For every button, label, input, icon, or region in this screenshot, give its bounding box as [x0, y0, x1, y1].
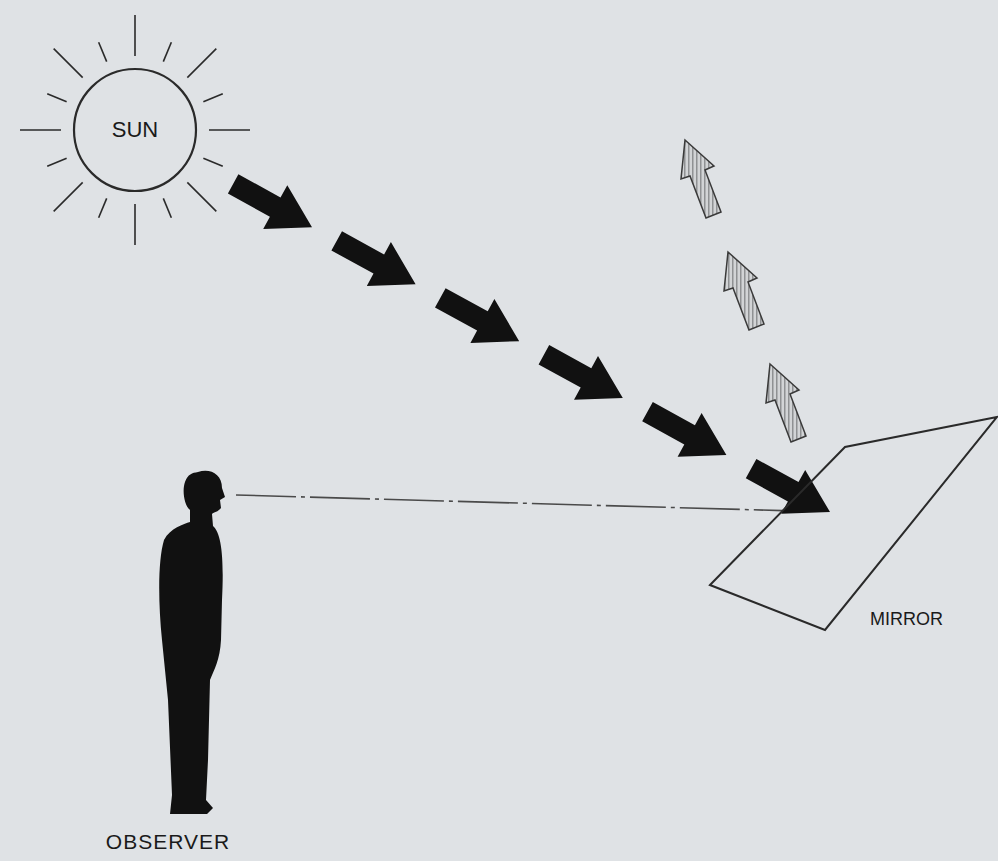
- sun-ray: [47, 158, 66, 166]
- sun-ray: [163, 198, 171, 217]
- reflected-arrows: [681, 140, 806, 442]
- mirror-shape: MIRROR: [705, 412, 998, 648]
- reflected-arrow: [681, 140, 721, 218]
- sun-ray: [163, 42, 171, 61]
- mirror-shape-outline: [705, 412, 998, 648]
- sun-ray: [99, 198, 107, 217]
- sun-ray: [99, 42, 107, 61]
- light-ray-arrow: [228, 174, 312, 229]
- observer-silhouette: [159, 471, 225, 814]
- sun-disc: [74, 69, 196, 191]
- light-ray-arrow: [642, 402, 726, 457]
- sun-ray: [187, 182, 216, 211]
- reflected-arrow: [766, 364, 806, 442]
- reflected-arrow: [724, 252, 764, 330]
- light-ray-arrow: [331, 231, 415, 286]
- sun-ray: [54, 182, 83, 211]
- sun-ray: [203, 94, 222, 102]
- sun-ray: [134, 15, 136, 56]
- sun-ray: [209, 129, 250, 131]
- sight-line: [236, 495, 783, 511]
- sight-line: [236, 495, 783, 511]
- light-ray-arrow: [539, 345, 623, 400]
- sun-ray: [20, 129, 61, 131]
- node-label: MIRROR: [870, 610, 943, 630]
- sun-ray: [47, 94, 66, 102]
- sun-ray: [134, 204, 136, 245]
- light-ray-arrow: [435, 288, 519, 343]
- sun-rays: [20, 15, 250, 245]
- node-label: SUN: [112, 118, 158, 142]
- mirror-outline: [710, 417, 997, 630]
- observer-figure: OBSERVER: [86, 465, 250, 857]
- node-label: OBSERVER: [106, 830, 230, 853]
- sun-ray: [187, 49, 216, 78]
- observer-figure-outline: [86, 465, 250, 857]
- light-ray-arrows: [228, 174, 830, 513]
- sun-ray: [203, 158, 222, 166]
- sun-ray: [54, 49, 83, 78]
- sun-circle: SUN: [70, 68, 200, 192]
